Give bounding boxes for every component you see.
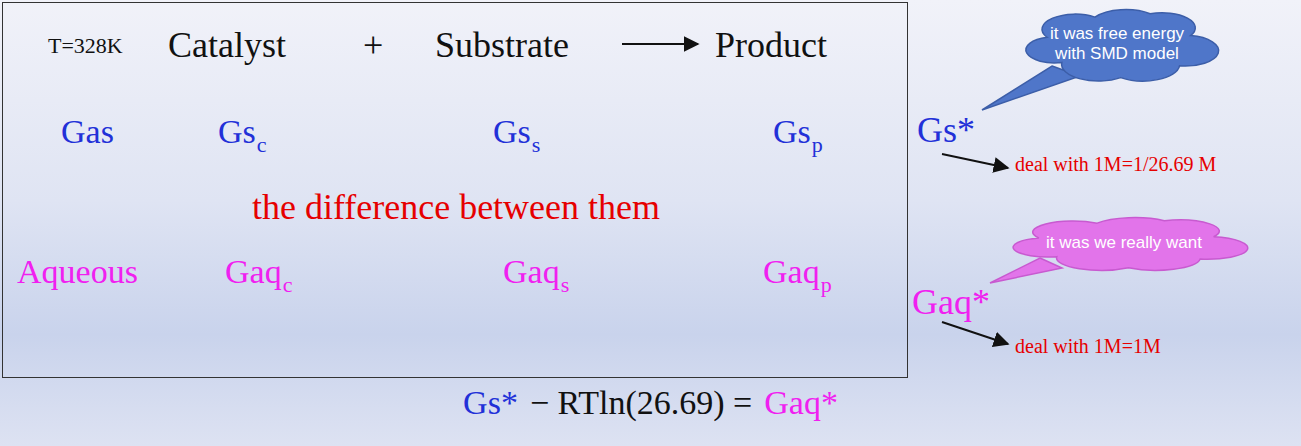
energy-symbol: Gs bbox=[493, 115, 531, 149]
callout-cloud: it was free energy with SMD model bbox=[1025, 2, 1209, 86]
species-label: Product bbox=[715, 27, 827, 63]
phase-label: Aqueous bbox=[17, 255, 138, 289]
species-label: Substrate bbox=[435, 27, 569, 63]
subscript: s bbox=[561, 274, 570, 296]
formula-line: Gs* − RTln(26.69) = Gaq* bbox=[0, 384, 1301, 421]
energy-symbol: Gaq bbox=[225, 255, 282, 289]
formula-part: Gaq* bbox=[764, 384, 838, 421]
subscript: c bbox=[257, 134, 267, 156]
note-text: deal with 1M=1M bbox=[1015, 336, 1161, 356]
energy-symbol: Gaq* bbox=[912, 284, 990, 320]
pointer-arrow bbox=[942, 154, 1008, 168]
callout-tail bbox=[990, 258, 1062, 283]
caption-text: the difference between them bbox=[252, 189, 660, 225]
callout-text: it was we really want bbox=[1034, 233, 1214, 253]
cloud-outline bbox=[1013, 218, 1248, 271]
callout-cloud: it was we really want bbox=[1012, 212, 1236, 274]
cloud-outline bbox=[1026, 10, 1219, 82]
reaction-box: T=328KCatalyst+SubstrateProductGasGscGss… bbox=[2, 2, 908, 378]
plus-sign: + bbox=[363, 27, 383, 63]
energy-symbol: Gs bbox=[773, 115, 811, 149]
phase-label: Gas bbox=[61, 115, 114, 149]
reaction-arrow bbox=[622, 43, 698, 45]
temperature-label: T=328K bbox=[48, 35, 123, 57]
formula-part: − RTln(26.69) = bbox=[530, 384, 752, 421]
energy-symbol: Gaq bbox=[503, 255, 560, 289]
pointer-arrow bbox=[942, 322, 1008, 344]
energy-symbol: Gs bbox=[218, 115, 256, 149]
species-label: Catalyst bbox=[168, 27, 286, 63]
subscript: p bbox=[821, 274, 832, 296]
energy-symbol: Gs* bbox=[917, 112, 975, 148]
subscript: s bbox=[532, 134, 541, 156]
callout-text: it was free energy with SMD model bbox=[1047, 24, 1187, 63]
subscript: c bbox=[283, 274, 293, 296]
note-text: deal with 1M=1/26.69 M bbox=[1015, 154, 1216, 174]
energy-symbol: Gaq bbox=[763, 255, 820, 289]
formula-part: Gs* bbox=[463, 384, 518, 421]
subscript: p bbox=[812, 134, 823, 156]
callout-tail bbox=[982, 66, 1080, 110]
